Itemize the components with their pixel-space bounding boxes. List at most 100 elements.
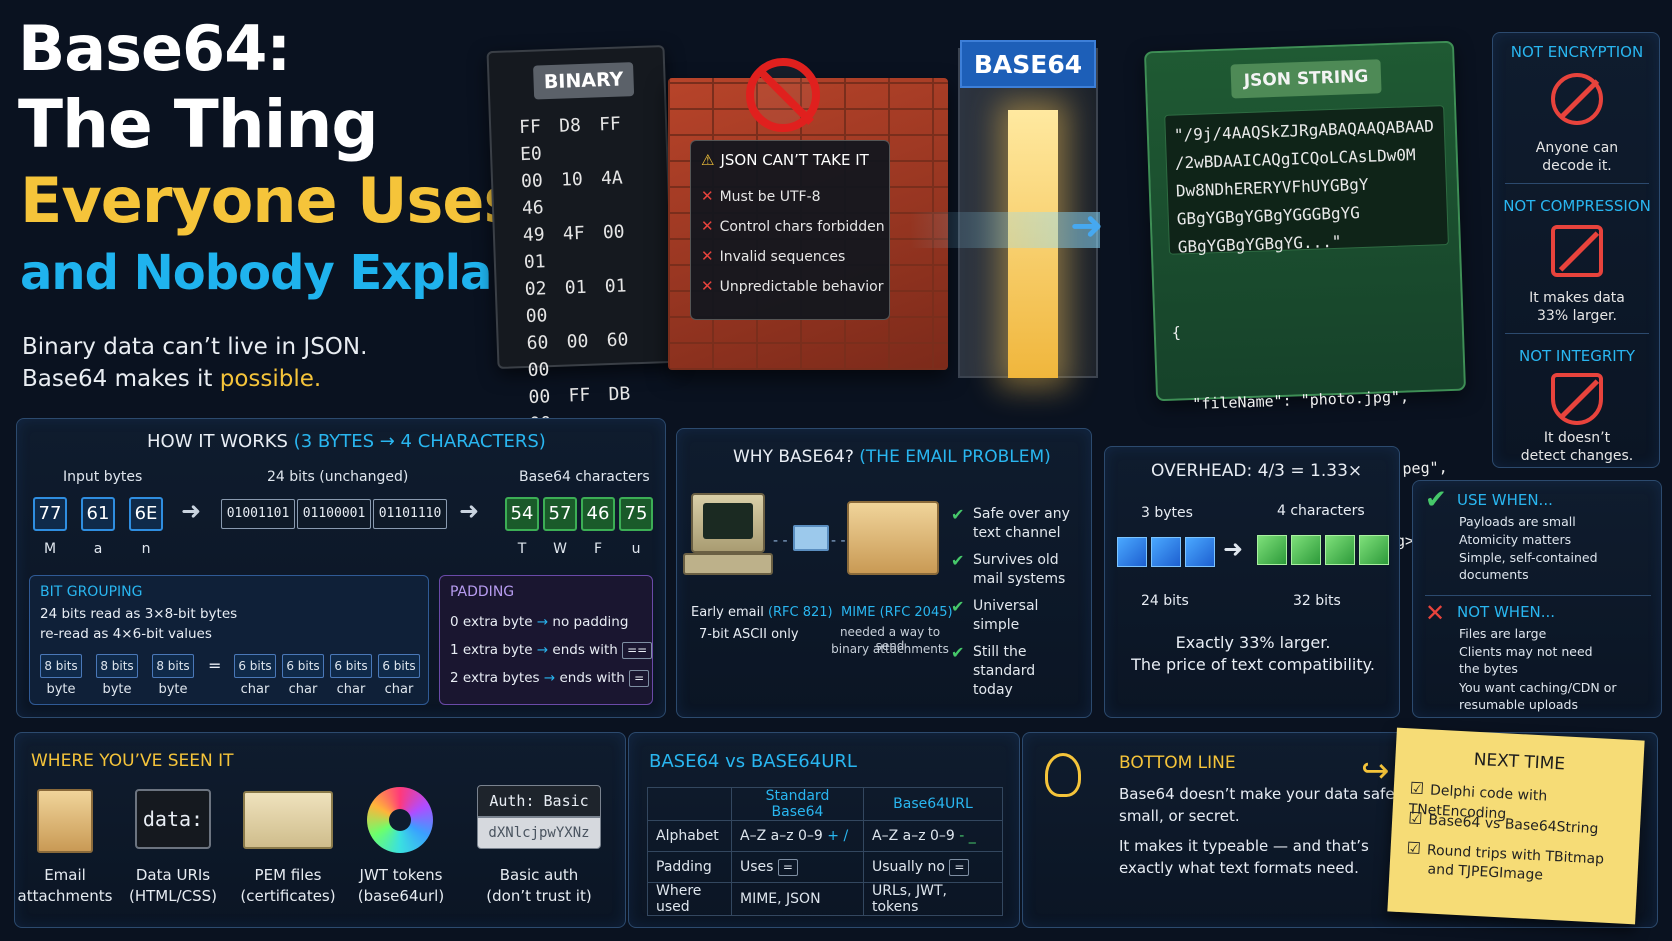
basic-auth-token: dXNlcjpwYXNz [477,817,601,849]
jwt-icon [367,787,433,853]
where-item-l1: JWT tokens [359,866,443,884]
hex-byte: D8 [558,114,582,137]
how-title-a: HOW IT WORKS [147,431,288,452]
output-char: T [517,541,527,557]
json-label: JSON STRING [1230,59,1382,99]
shield-crossed-icon [1551,373,1603,425]
why-check-1: Survives old [973,552,1059,568]
check-icon: ✔ [951,597,965,616]
not-compression-title: NOT COMPRESSION [1503,197,1651,215]
not-integrity-title: NOT INTEGRITY [1518,347,1636,365]
table-row: Padding Uses = Usually no = [647,851,1003,883]
compress-crossed-icon [1551,225,1603,277]
lock-crossed-icon [1551,73,1603,125]
char-cube [1325,535,1355,565]
not-encryption-desc-1: Anyone can [1535,140,1619,156]
divider [1505,333,1649,334]
use-when-panel: ✔ USE WHEN... Payloads are small Atomici… [1412,480,1662,718]
hex-byte: 49 [522,224,546,247]
output-char: u [631,541,641,557]
six-bit-box: 6 bits [234,654,276,678]
why-base64-panel: WHY BASE64? (THE EMAIL PROBLEM) - - - - … [676,428,1092,718]
json-string-card: JSON STRING "/9j/4AAQSkZJRgABAQAAQABAAD … [1143,40,1467,630]
overhead-line1: Exactly 33% larger. [1175,633,1331,652]
arrow-icon: → [536,614,549,630]
hex-byte: 10 [560,168,584,191]
six-bit-box: 6 bits [282,654,324,678]
bit-string: 01001101 [221,499,295,529]
output-char-hex: 57 [543,497,577,531]
hex-byte: 01 [523,251,546,274]
early-email-a: Early email [691,605,768,620]
padding-row-right: ends with [552,642,618,658]
padding-row-left: 1 extra byte [450,642,533,658]
vs-table: Standard Base64 Base64URL Alphabet A–Z a… [647,787,1003,916]
title-line-4: and Nobody Explains [20,245,569,301]
padding-pill: == [622,642,653,659]
byte-box: 8 bits [96,654,138,678]
hex-byte: 4F [562,222,585,245]
x-icon: ✕ [701,277,714,295]
byte-cube [1151,537,1181,567]
bottom-title: BOTTOM LINE [1119,753,1236,773]
how-it-works-panel: HOW IT WORKS (3 BYTES → 4 CHARACTERS) In… [16,418,666,718]
cant-item: ✕Must be UTF-8 [701,187,821,205]
cell-pill: - _ [959,828,976,844]
input-char: a [93,541,103,557]
hex-byte: 00 [527,359,550,381]
why-check-2: today [973,682,1013,698]
where-item-l2: attachments [17,887,113,905]
base64-vs-base64url-panel: BASE64 vs BASE64URL Standard Base64 Base… [628,732,1020,928]
check-icon: ✔ [951,551,965,570]
six-bit-sub: char [336,682,366,697]
input-byte: 77 [33,497,67,531]
not-encryption-desc-2: decode it. [1542,158,1612,174]
hex-byte: 01 [604,275,627,298]
six-bit-box: 6 bits [330,654,372,678]
input-byte: 6E [129,497,163,531]
bits-label: 24 bits (unchanged) [267,469,409,485]
padding-row: 2 extra bytes → ends with = [450,670,650,687]
where-item-l2: (don’t trust it) [486,887,592,905]
where-item-l2: (base64url) [357,887,445,905]
input-byte: 61 [81,497,115,531]
bottom-l1: Base64 doesn’t make your data safe, [1119,785,1400,803]
cant-item: ✕Unpredictable behavior [701,277,883,295]
subtitle-line-2-a: Base64 makes it [22,366,220,392]
overhead-panel: OVERHEAD: 4/3 = 1.33× 3 bytes 4 characte… [1104,446,1400,718]
overhead-left-bottom: 24 bits [1141,593,1189,609]
data-uri-icon: data: [135,789,211,849]
hex-byte: FF [518,116,542,139]
mime-desc-1: needed a way to send [839,625,941,653]
where-item-label: Data URIs(HTML/CSS) [121,865,225,907]
cell-text: A–Z a–z 0–9 [872,828,955,844]
divider [1505,183,1649,184]
overhead-right-bottom: 32 bits [1293,593,1341,609]
cant-item-text: Must be UTF-8 [719,189,821,205]
checkbox-icon: ☑ [1407,808,1424,829]
table-header-row: Standard Base64 Base64URL [647,787,1003,821]
output-char-hex: 46 [581,497,615,531]
where-item-label: PEM files(certificates) [235,865,341,907]
check-icon: ✔ [951,505,965,524]
input-bytes-label: Input bytes [63,469,143,485]
byte-sub: byte [46,682,76,697]
title-line-3: Everyone Uses [20,164,520,237]
vs-title: BASE64 vs BASE64URL [649,751,857,772]
hex-byte: 02 [524,278,547,301]
lightbulb-icon [1045,753,1081,797]
table-cell: A–Z a–z 0–9 - _ [863,820,1003,852]
padding-row-left: 0 extra byte [450,614,533,630]
curved-arrow-icon: ↪ [1361,751,1390,791]
dashes: - - [773,533,788,549]
not-title: NOT WHEN... [1457,603,1556,621]
padding-row-right: ends with [559,670,625,686]
six-bit-box: 6 bits [378,654,420,678]
arrow-icon: → [543,670,556,686]
